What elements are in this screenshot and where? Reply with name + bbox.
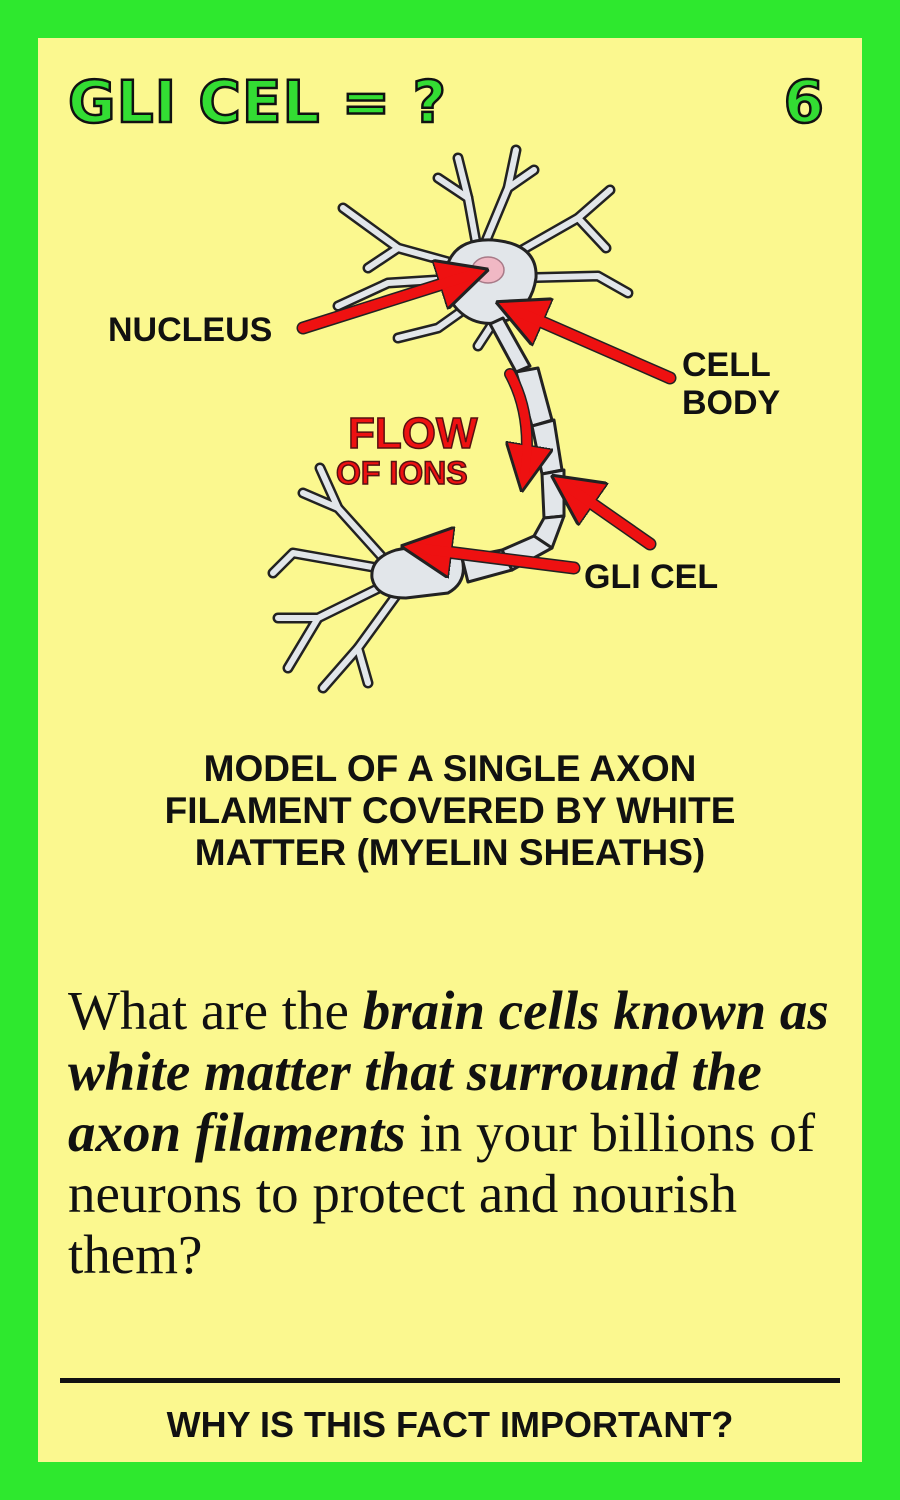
cell-body-label-line2: BODY <box>682 384 781 422</box>
caption-line: MATTER (MYELIN SHEATHS) <box>194 832 706 873</box>
cell-body-label-line1: CELL <box>682 346 771 384</box>
question-part2: in your billions of neurons to protect a… <box>68 1102 816 1285</box>
divider-line <box>60 1378 840 1383</box>
question-text: What are the brain cells known as white … <box>68 980 848 1285</box>
diagram-caption: MODEL OF A SINGLE AXON FILAMENT COVERED … <box>78 748 822 874</box>
footer-prompt: WHY IS THIS FACT IMPORTANT? <box>166 1404 734 1445</box>
neuron-diagram: NUCLEUS CELL BODY GLI CEL FLOW OF IONS <box>108 144 781 694</box>
question-part1: What are the <box>68 980 363 1041</box>
caption-line: MODEL OF A SINGLE AXON <box>203 748 697 789</box>
axon-terminals <box>267 462 404 694</box>
card-title: GLI CEL = ? <box>67 67 448 138</box>
question-emphasis: brain cells known as white matter that s… <box>68 980 829 1163</box>
caption-line: FILAMENT COVERED BY WHITE <box>164 790 736 831</box>
glial-cell-label: GLI CEL <box>584 558 718 596</box>
pointer-arrows <box>296 274 677 568</box>
flow-of-ions-label: OF IONS <box>336 455 468 491</box>
trivia-card: GLI CEL = ? 6 <box>38 38 862 1462</box>
flow-label: FLOW <box>348 409 478 458</box>
nucleus-label: NUCLEUS <box>108 311 272 349</box>
card-number: 6 <box>782 67 825 138</box>
